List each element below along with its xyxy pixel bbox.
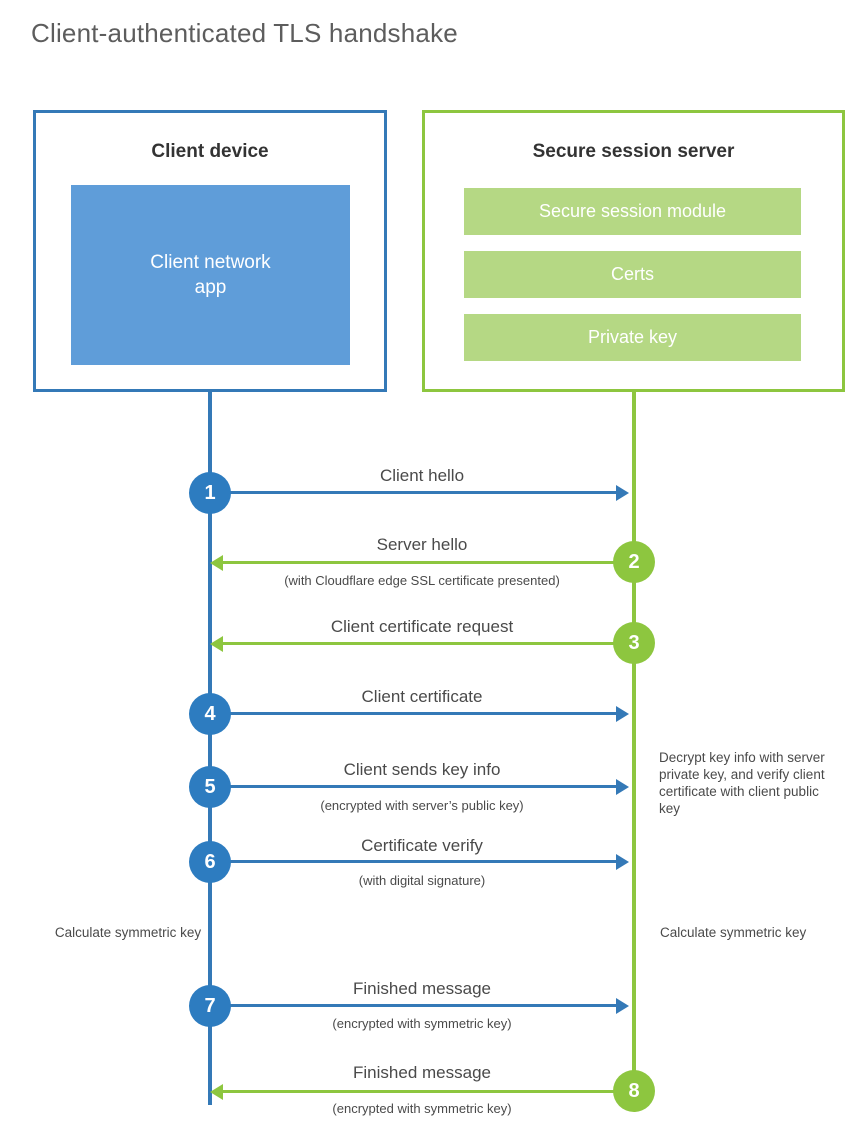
step-1-arrow-line xyxy=(210,491,616,494)
step-4-badge[interactable]: 4 xyxy=(189,693,231,735)
step-5-arrow-line xyxy=(210,785,616,788)
client-device-title: Client device xyxy=(151,141,269,162)
step-8-sublabel: (encrypted with symmetric key) xyxy=(332,1101,512,1116)
step-6-arrow-head xyxy=(616,854,629,870)
step-3-badge[interactable]: 3 xyxy=(613,622,655,664)
step-5-badge[interactable]: 5 xyxy=(189,766,231,808)
server-component-private-key: Private key xyxy=(464,314,801,361)
secure-session-server-title: Secure session server xyxy=(532,141,735,162)
step-7-arrow-head xyxy=(616,998,629,1014)
server-lifeline xyxy=(632,389,636,1093)
step-5-sublabel: (encrypted with server’s public key) xyxy=(320,798,524,813)
step-1-badge[interactable]: 1 xyxy=(189,472,231,514)
step-2-arrow-head xyxy=(210,555,223,571)
step-3-arrow-line xyxy=(223,642,634,645)
page-title: Client-authenticated TLS handshake xyxy=(31,18,458,48)
step-2-label: Server hello xyxy=(376,535,468,554)
step-8-arrow-head xyxy=(210,1084,223,1100)
step-6-badge[interactable]: 6 xyxy=(189,841,231,883)
step-7-label: Finished message xyxy=(353,979,491,998)
step-1-label: Client hello xyxy=(379,466,465,485)
step-8-badge[interactable]: 8 xyxy=(613,1070,655,1112)
step-4-arrow-line xyxy=(210,712,616,715)
step-4-arrow-head xyxy=(616,706,629,722)
server-component-certs: Certs xyxy=(464,251,801,298)
client-app-line-1: Client network xyxy=(150,252,271,273)
step-5-arrow-head xyxy=(616,779,629,795)
secure-session-server-box: Secure session server Secure session mod… xyxy=(422,110,845,392)
step-6-label: Certificate verify xyxy=(361,836,483,855)
step-7-badge[interactable]: 7 xyxy=(189,985,231,1027)
server-calculate-symmetric-key-note: Calculate symmetric key xyxy=(660,925,807,940)
client-app-line-2: app xyxy=(194,277,227,298)
client-lifeline xyxy=(208,389,212,1105)
step-2-sublabel: (with Cloudflare edge SSL certificate pr… xyxy=(284,573,560,588)
client-calculate-symmetric-key-note: Calculate symmetric key xyxy=(54,925,202,940)
client-network-app-block: Client network app xyxy=(71,185,350,365)
server-decrypt-note: Decrypt key info with server private key… xyxy=(659,750,825,816)
server-component-secure-session-module: Secure session module xyxy=(464,188,801,235)
step-7-sublabel: (encrypted with symmetric key) xyxy=(332,1016,512,1031)
step-7-arrow-line xyxy=(210,1004,616,1007)
step-2-arrow-line xyxy=(223,561,634,564)
client-device-box: Client device Client network app xyxy=(33,110,387,392)
step-8-label: Finished message xyxy=(353,1063,491,1082)
step-8-arrow-line xyxy=(223,1090,634,1093)
step-2-badge[interactable]: 2 xyxy=(613,541,655,583)
step-5-label: Client sends key info xyxy=(343,760,501,779)
step-4-label: Client certificate xyxy=(361,687,483,706)
step-3-arrow-head xyxy=(210,636,223,652)
step-1-arrow-head xyxy=(616,485,629,501)
step-6-arrow-line xyxy=(210,860,616,863)
step-3-label: Client certificate request xyxy=(330,617,514,636)
step-6-sublabel: (with digital signature) xyxy=(358,873,486,888)
